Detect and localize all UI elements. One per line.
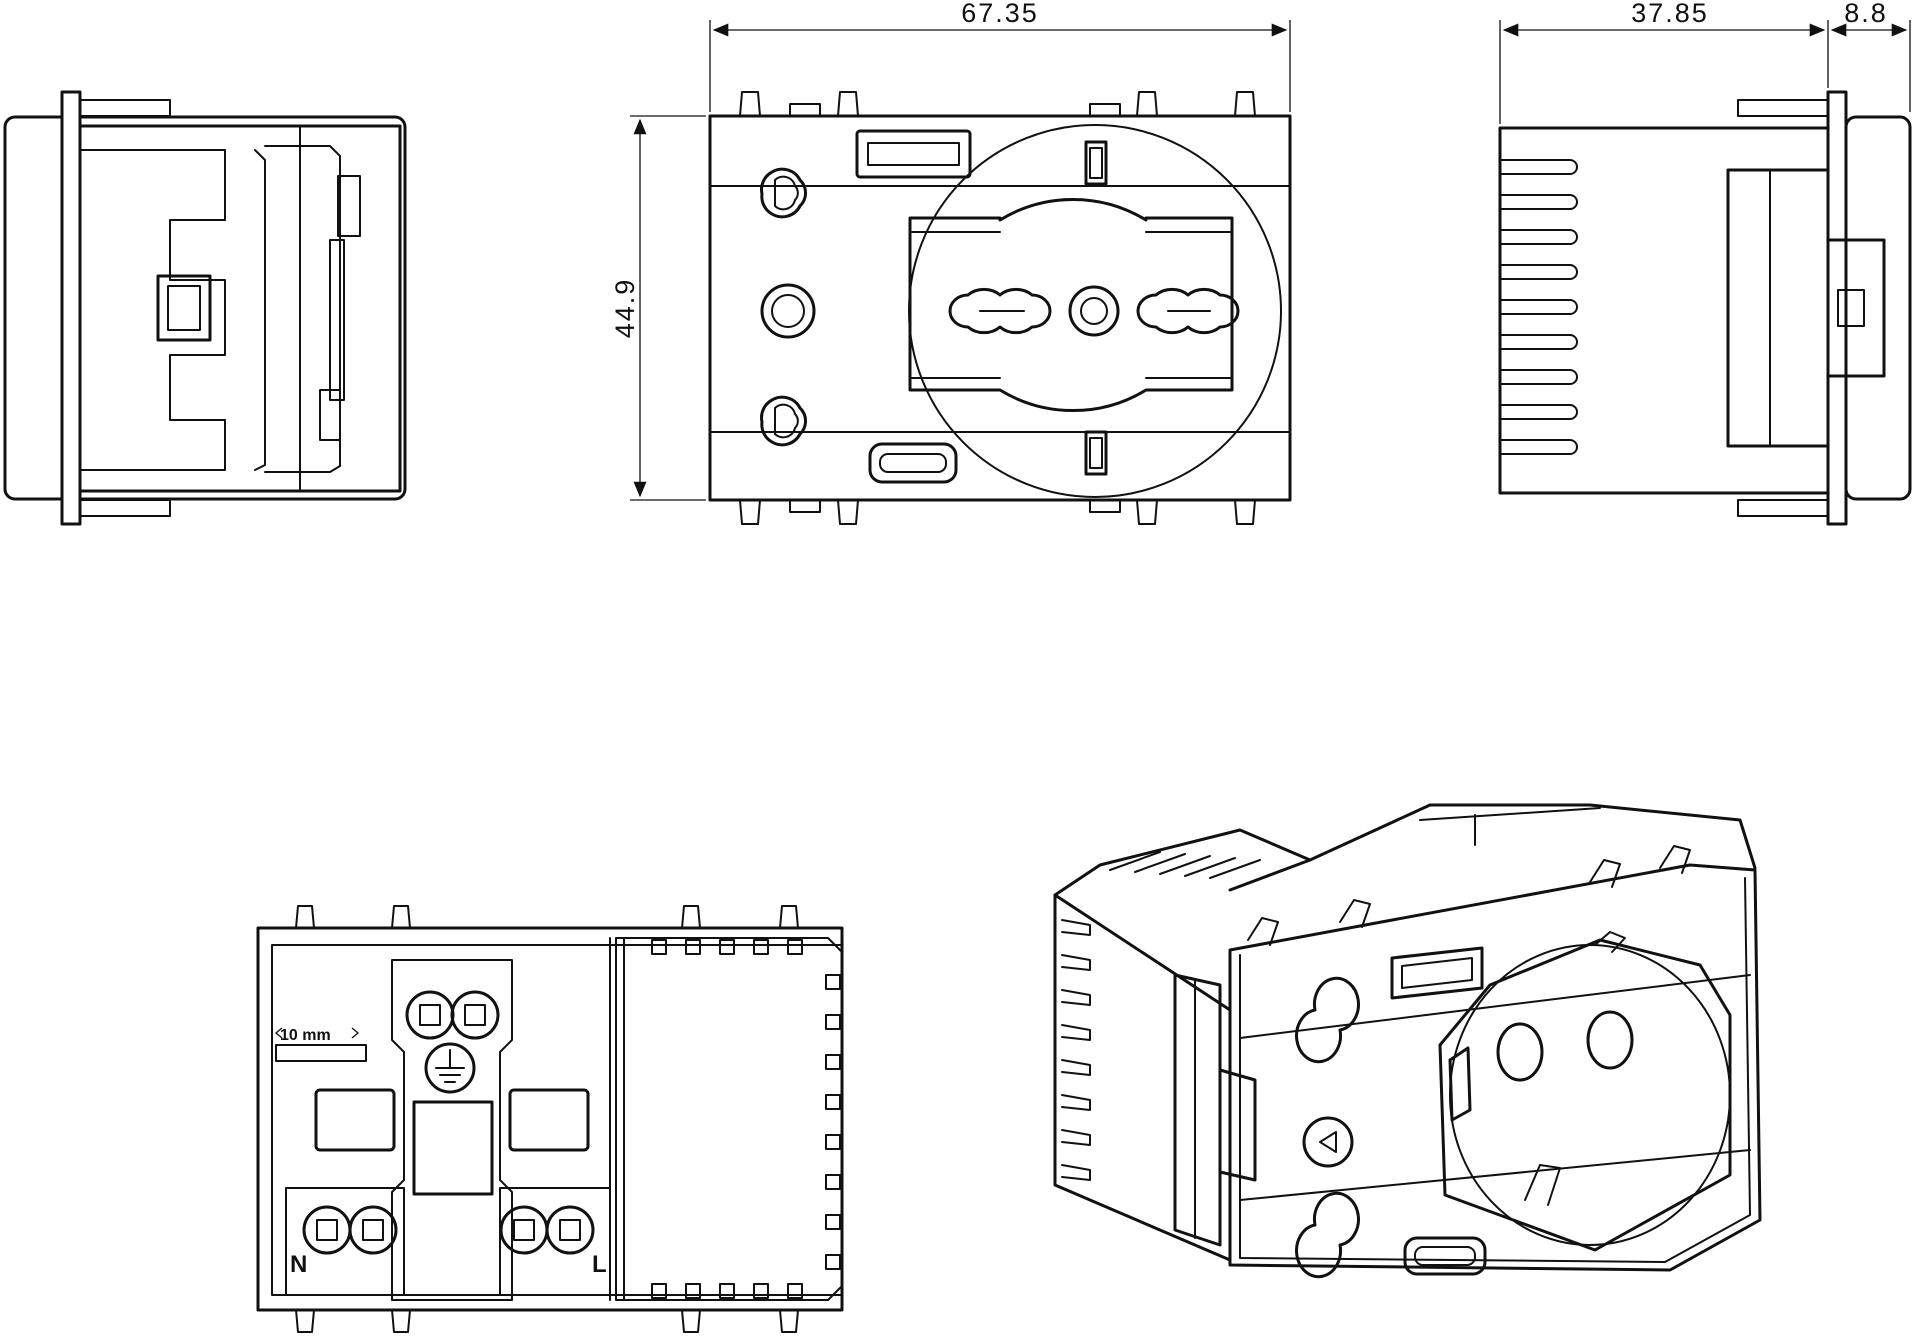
usb-c-port-icon	[868, 442, 958, 484]
dim-front-width-label: 67.35	[961, 0, 1039, 28]
italian-outlet-left	[760, 167, 816, 447]
right-side-view	[1498, 90, 1912, 526]
rear-clips	[295, 905, 799, 1333]
strip-gauge: 10 mm	[274, 1027, 367, 1062]
schuko-outlet	[908, 124, 1282, 498]
usb-a-port-icon	[855, 129, 972, 179]
iso-usb-c-port-icon	[1403, 1236, 1487, 1276]
iso-vents	[1061, 919, 1091, 1181]
front-clips	[739, 91, 1256, 525]
dimension-side: 37.85 8.8	[1499, 0, 1911, 124]
isometric-view	[1053, 803, 1762, 1279]
dimension-front-height: 44.9	[610, 115, 706, 501]
ground-symbol-icon	[424, 1042, 476, 1094]
earth-terminal	[405, 990, 500, 1040]
dim-side-plate-label: 8.8	[1844, 0, 1888, 28]
line-terminal: L	[499, 1187, 611, 1296]
left-side-view	[3, 90, 407, 526]
rear-teeth	[651, 939, 841, 1299]
dim-front-height-label: 44.9	[610, 278, 640, 339]
terminal-l-label: L	[592, 1251, 607, 1278]
terminal-n-label: N	[290, 1251, 307, 1278]
iso-schuko-outlet	[1438, 931, 1732, 1252]
vent-slots	[1499, 159, 1578, 455]
iso-clips	[1247, 845, 1691, 946]
dim-side-depth-label: 37.85	[1631, 0, 1709, 28]
strip-gauge-label: 10 mm	[280, 1027, 331, 1044]
neutral-terminal: N	[285, 1187, 405, 1296]
iso-italian-outlet	[1295, 976, 1360, 1279]
iso-top-vents	[1109, 851, 1261, 879]
dimension-front-width: 67.35	[709, 0, 1291, 112]
rear-view: 10 mm N L	[256, 905, 844, 1333]
iso-usb-a-port-icon	[1390, 946, 1484, 1000]
front-view	[708, 91, 1292, 525]
